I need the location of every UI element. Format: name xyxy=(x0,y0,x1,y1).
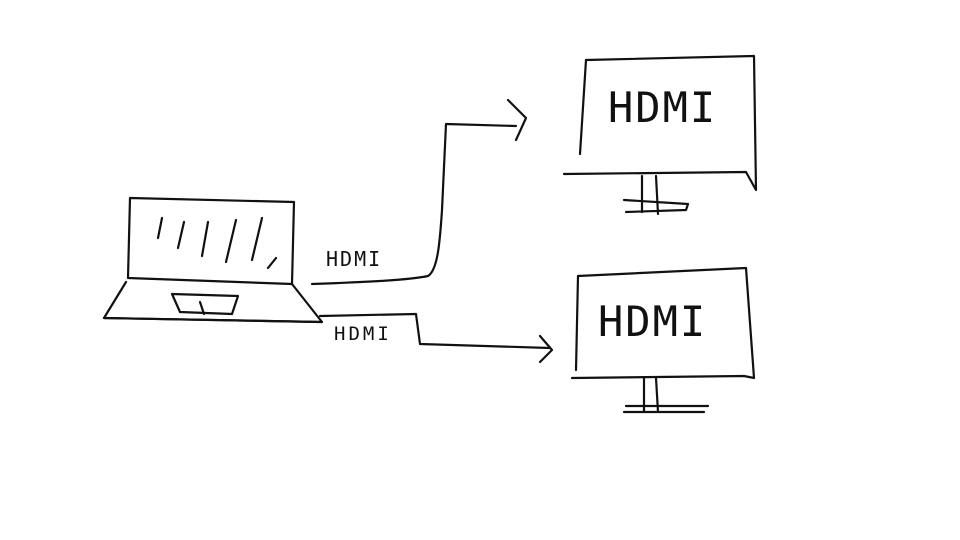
monitor-icon xyxy=(562,54,758,216)
monitor-top-screen-text: HDMI xyxy=(608,83,717,132)
arrow-icon xyxy=(506,98,528,142)
cable-top-label: HDMI xyxy=(326,247,382,271)
top-hdmi-cable xyxy=(310,98,528,286)
monitor-bottom-screen-text: HDMI xyxy=(598,297,707,346)
cable-bottom-label: HDMI xyxy=(334,323,392,345)
bottom-hdmi-cable xyxy=(318,312,554,364)
laptop-icon xyxy=(102,196,324,324)
monitor-icon xyxy=(570,266,756,414)
arrow-icon xyxy=(538,334,554,364)
